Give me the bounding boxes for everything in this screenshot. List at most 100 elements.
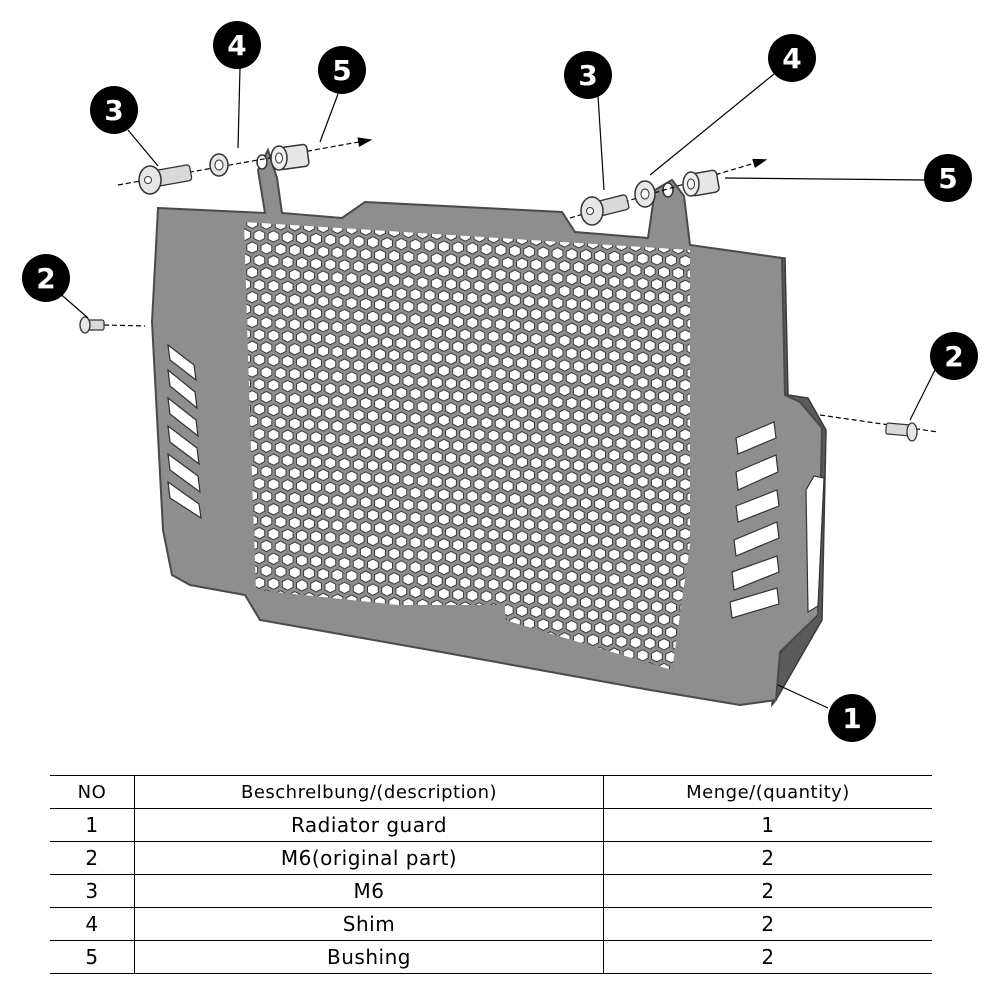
mesh-hole <box>324 382 337 395</box>
mesh-hole <box>501 504 514 518</box>
mesh-hole <box>530 407 543 420</box>
mesh-hole <box>274 664 287 670</box>
mesh-hole <box>494 541 507 554</box>
mesh-hole <box>480 590 493 603</box>
mesh-hole <box>359 322 372 336</box>
mesh-hole <box>651 600 663 613</box>
mesh-hole <box>572 608 585 621</box>
mesh-hole <box>636 326 649 340</box>
mesh-hole <box>381 534 393 548</box>
mesh-hole <box>423 512 436 525</box>
mesh-hole <box>388 448 401 461</box>
mesh-hole <box>274 342 287 355</box>
mesh-hole <box>651 550 663 564</box>
mesh-hole <box>281 528 294 542</box>
mesh-hole <box>551 619 564 632</box>
mesh-hole <box>296 256 308 270</box>
mesh-hole <box>572 285 585 299</box>
mesh-hole <box>622 350 635 364</box>
mesh-hole <box>516 406 528 419</box>
mesh-hole <box>445 476 457 489</box>
mesh-hole <box>374 496 386 510</box>
mesh-hole <box>537 271 550 284</box>
mesh-hole <box>516 356 528 370</box>
mesh-hole <box>544 358 557 371</box>
mesh-hole <box>402 250 415 264</box>
mesh-hole <box>636 549 649 563</box>
mesh-hole <box>651 625 663 638</box>
svg-text:5: 5 <box>938 162 957 195</box>
mesh-hole <box>643 513 656 526</box>
mesh-hole <box>651 501 663 514</box>
mesh-hole <box>544 333 557 347</box>
mesh-hole <box>473 453 486 466</box>
mesh-hole <box>551 594 564 607</box>
mesh-hole <box>367 285 379 299</box>
row-no: 5 <box>50 940 135 974</box>
mesh-hole <box>565 520 578 534</box>
mesh-hole <box>459 452 472 465</box>
mesh-hole <box>665 576 677 589</box>
mesh-hole <box>452 489 464 502</box>
mesh-hole <box>310 505 322 519</box>
mesh-hole <box>402 573 415 586</box>
mesh-hole <box>402 647 415 660</box>
mesh-hole <box>244 228 251 241</box>
mesh-hole <box>594 373 606 387</box>
mesh-hole <box>537 345 550 359</box>
mesh-hole <box>352 334 365 347</box>
mesh-hole <box>352 656 365 670</box>
mesh-hole <box>416 375 429 389</box>
mesh-hole <box>544 457 557 471</box>
mesh-hole <box>594 348 606 362</box>
mesh-hole <box>636 376 649 389</box>
mesh-hole <box>438 339 450 353</box>
mesh-hole <box>615 313 628 326</box>
mesh-hole <box>466 564 479 577</box>
mesh-hole <box>629 636 642 649</box>
mesh-hole <box>487 354 500 368</box>
mesh-hole <box>331 444 344 458</box>
mesh-hole <box>374 323 386 336</box>
mesh-hole <box>416 301 429 314</box>
mesh-hole <box>601 609 614 623</box>
mesh-hole <box>253 278 266 292</box>
mesh-hole <box>516 555 528 568</box>
mesh-hole <box>438 537 450 551</box>
mesh-hole <box>416 648 429 661</box>
mesh-hole <box>459 328 472 341</box>
mesh-hole <box>658 613 670 626</box>
mesh-hole <box>338 482 351 495</box>
mesh-hole <box>643 612 656 625</box>
mesh-hole <box>395 337 408 350</box>
mesh-hole <box>267 453 280 466</box>
radiator-guard <box>150 147 827 708</box>
mesh-hole <box>473 329 486 342</box>
mesh-hole <box>601 634 614 648</box>
mesh-hole <box>473 378 486 392</box>
mesh-hole <box>233 613 244 624</box>
mesh-hole <box>601 312 614 325</box>
mesh-hole <box>565 421 578 435</box>
mesh-hole <box>565 471 578 484</box>
mesh-hole <box>310 629 322 643</box>
mesh-hole <box>651 426 663 440</box>
mesh-hole <box>345 470 358 483</box>
mesh-hole <box>501 479 514 493</box>
mesh-hole <box>388 249 401 263</box>
mesh-hole <box>317 567 330 581</box>
mesh-hole <box>310 406 322 419</box>
row-no: 4 <box>50 907 135 941</box>
row-no: 1 <box>50 808 135 842</box>
mesh-hole <box>345 321 358 335</box>
mesh-hole <box>601 287 614 300</box>
mesh-hole <box>460 676 471 687</box>
mesh-hole <box>559 682 570 693</box>
mesh-hole <box>487 503 500 517</box>
mesh-hole <box>359 496 372 509</box>
mesh-hole <box>608 275 621 288</box>
mesh-hole <box>452 266 464 279</box>
mesh-hole <box>352 458 365 471</box>
mesh-hole <box>665 502 677 515</box>
mesh-hole <box>516 257 528 270</box>
